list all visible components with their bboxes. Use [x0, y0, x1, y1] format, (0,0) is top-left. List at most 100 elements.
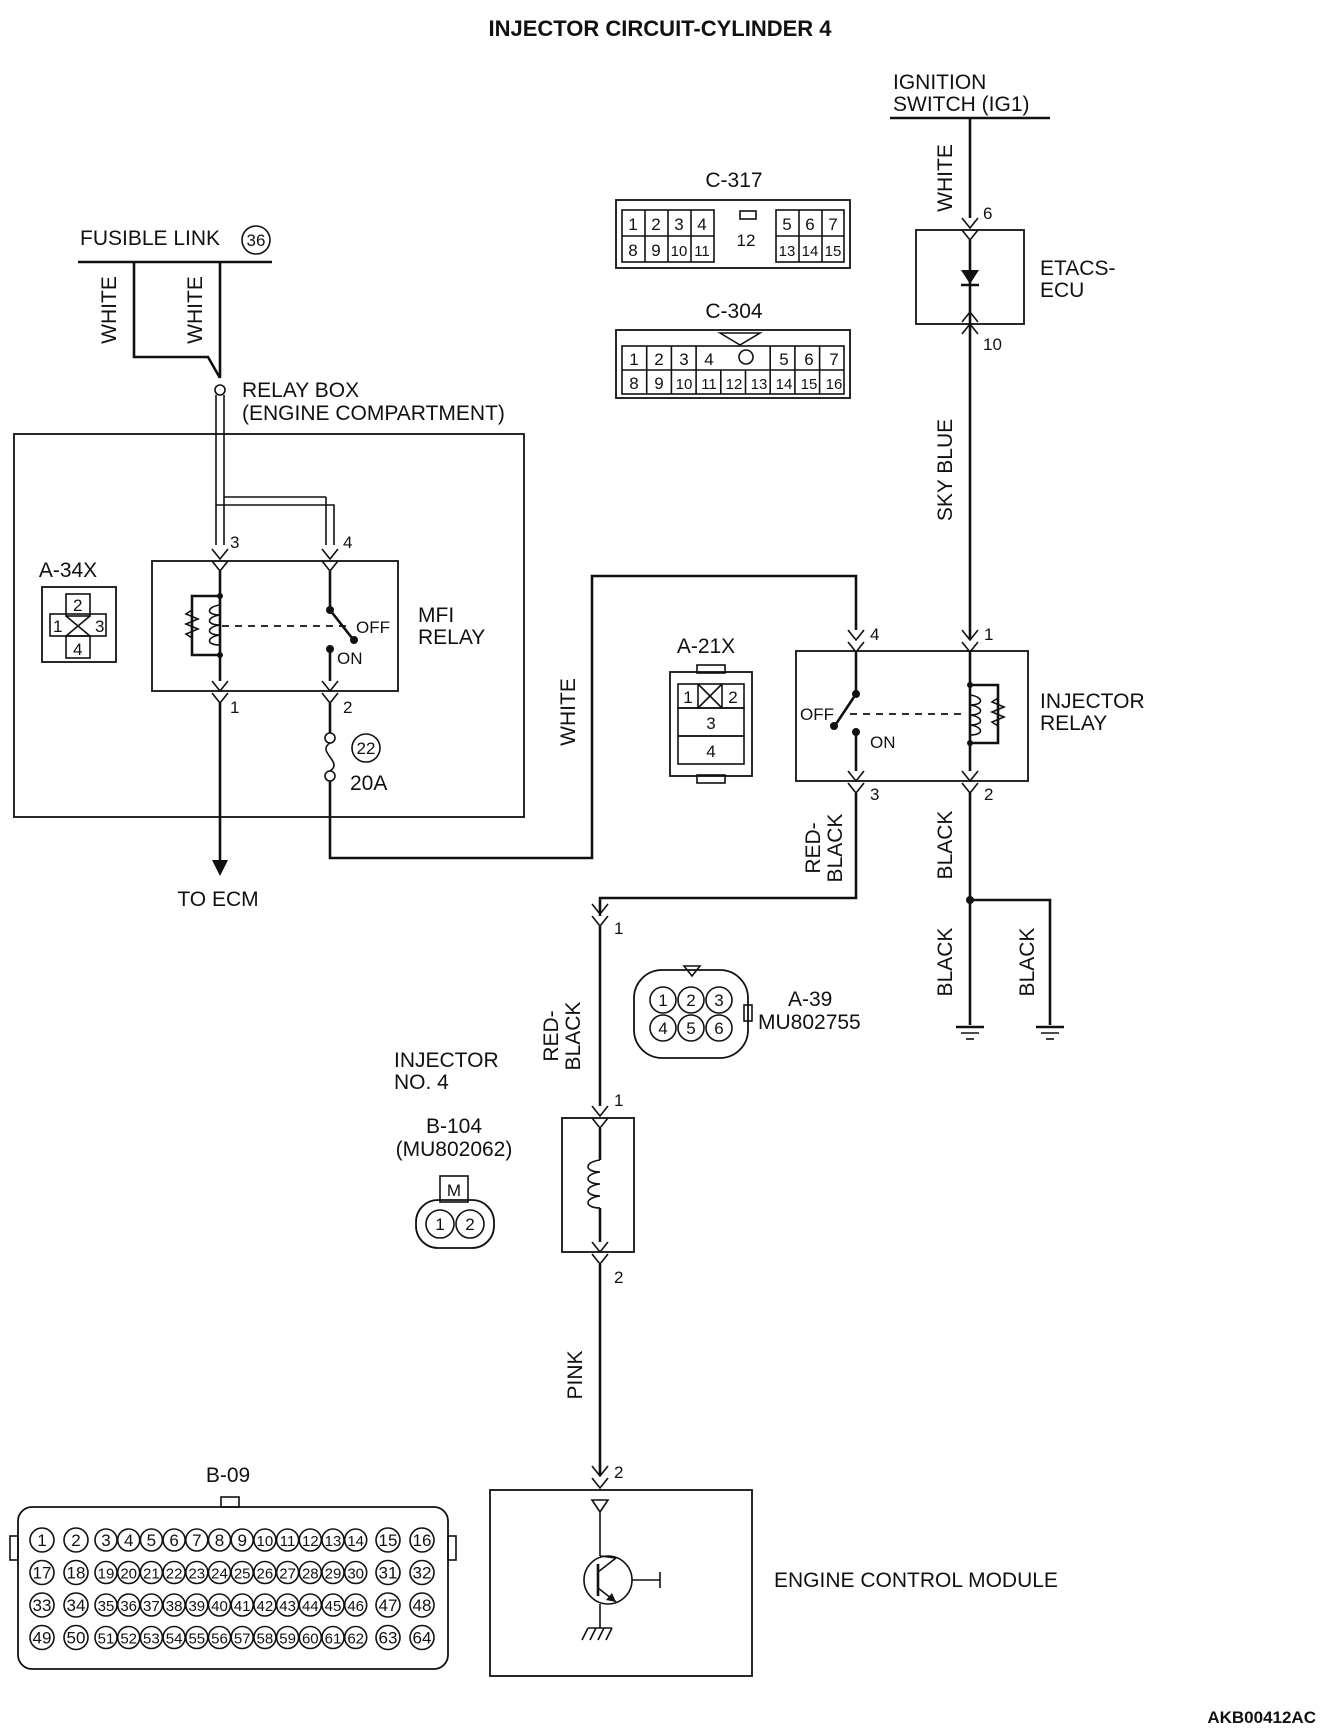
- injector-no4: 1 2: [561, 1091, 635, 1287]
- a39-label: A-39: [788, 988, 832, 1011]
- b104-pin-2: 2: [465, 1215, 474, 1234]
- a39-pin-5: 5: [686, 1019, 695, 1038]
- b09-pin-44: 44: [302, 1598, 319, 1615]
- b09-pin-circle: [409, 1624, 435, 1651]
- c317-pin-15: 15: [825, 243, 842, 260]
- b09-pin-circle: [29, 1527, 55, 1553]
- b09-pin-46: 46: [347, 1598, 364, 1615]
- relay-box: [13, 433, 525, 818]
- b09-pin-15: 15: [379, 1531, 398, 1550]
- mfi-pin-3: 3: [230, 533, 239, 552]
- b09-pin-9: 9: [237, 1531, 246, 1550]
- c317-pin-6: 6: [805, 215, 814, 234]
- b09-label: B-09: [206, 1464, 250, 1487]
- fusible-link-number: 36: [247, 231, 266, 250]
- b09-pin-62: 62: [347, 1631, 364, 1648]
- b09-pin-28: 28: [302, 1566, 319, 1583]
- b09-pin-51: 51: [98, 1631, 115, 1648]
- c317-pin-1: 1: [628, 215, 637, 234]
- b09-pin-55: 55: [188, 1631, 205, 1648]
- a39-pin-3: 3: [714, 991, 723, 1010]
- wire-label-pink: PINK: [564, 1350, 587, 1399]
- b09-pin-64: 64: [413, 1629, 432, 1648]
- etacs-label-1: ETACS-: [1040, 257, 1115, 280]
- connector-a21x: A-21X 1 2 3 4: [669, 635, 753, 784]
- b09-pin-27: 27: [279, 1566, 296, 1583]
- ground-icon: [956, 1025, 984, 1040]
- c317-pin-7: 7: [828, 215, 837, 234]
- b09-pin-12: 12: [302, 1533, 319, 1550]
- b09-pin-40: 40: [211, 1598, 228, 1615]
- wire-label-white-fl-1: WHITE: [98, 276, 121, 344]
- b09-pin-circle: [63, 1592, 89, 1618]
- relay-box-label-2: (ENGINE COMPARTMENT): [242, 402, 505, 425]
- b09-pin-17: 17: [33, 1564, 52, 1583]
- fuse-rating: 20A: [350, 772, 387, 795]
- b09-pin-16: 16: [413, 1531, 432, 1550]
- c304-pin-5: 5: [779, 350, 788, 369]
- wire-label-white-mid: WHITE: [557, 678, 580, 746]
- b09-pin-49: 49: [33, 1629, 52, 1648]
- b09-pin-45: 45: [325, 1598, 342, 1615]
- b09-pin-20: 20: [120, 1566, 137, 1583]
- relay-box-label-1: RELAY BOX: [242, 379, 359, 402]
- b09-pin-24: 24: [211, 1566, 228, 1583]
- fusible-link: FUSIBLE LINK 36: [78, 225, 272, 264]
- wire-label-sky-blue: SKY BLUE: [934, 419, 957, 521]
- mfi-pin-1: 1: [230, 698, 239, 717]
- b09-pin-2: 2: [71, 1531, 80, 1550]
- a34x-pin-3: 3: [95, 617, 104, 636]
- fuse-number: 22: [357, 739, 376, 758]
- b09-pin-22: 22: [166, 1566, 183, 1583]
- wire-label-white-ignition: WHITE: [934, 144, 957, 212]
- injector-label-1: INJECTOR: [394, 1049, 499, 1072]
- c304-pin-15: 15: [801, 376, 818, 393]
- to-ecm-label: TO ECM: [177, 888, 258, 911]
- c304-pin-9: 9: [654, 374, 663, 393]
- b09-pin-57: 57: [234, 1631, 251, 1648]
- a34x-label: A-34X: [39, 559, 97, 582]
- c304-pin-6: 6: [804, 350, 813, 369]
- b09-pin-50: 50: [67, 1629, 86, 1648]
- c317-pin-8: 8: [628, 241, 637, 260]
- a21x-pin-2: 2: [728, 688, 737, 707]
- b09-pin-32: 32: [413, 1564, 432, 1583]
- wire-label-black-3: BLACK: [1016, 928, 1039, 997]
- a34x-pin-2: 2: [73, 596, 82, 615]
- etacs-pin-6: 6: [983, 204, 992, 223]
- injector-relay-label-1: INJECTOR: [1040, 690, 1145, 713]
- b09-pin-circle: [343, 1528, 368, 1552]
- a39-pin-4: 4: [658, 1019, 667, 1038]
- a21x-pin-1: 1: [683, 688, 692, 707]
- connector-c304: C-304 1 2 3 4 5 6 7 8 9 10 11 12 13 14 1…: [615, 300, 851, 399]
- mfi-relay-label-2: RELAY: [418, 626, 485, 649]
- mfi-pin-4: 4: [343, 533, 352, 552]
- b09-pin-42: 42: [257, 1598, 274, 1615]
- b09-pin-13: 13: [325, 1533, 342, 1550]
- b09-pin-circle: [409, 1592, 435, 1618]
- ignition-switch: IGNITION SWITCH (IG1): [890, 71, 1050, 120]
- injector-relay-pin-2: 2: [984, 785, 993, 804]
- b09-pin-38: 38: [166, 1598, 183, 1615]
- b09-pin-1: 1: [37, 1531, 46, 1550]
- b09-pin-21: 21: [143, 1566, 160, 1583]
- b09-pin-circle: [375, 1527, 401, 1553]
- b09-pin-60: 60: [302, 1631, 319, 1648]
- ground-icon: [1036, 1025, 1064, 1040]
- mfi-relay-label-1: MFI: [418, 604, 454, 627]
- wire-label-red-black-2b: BLACK: [562, 1002, 585, 1071]
- b09-pin-30: 30: [347, 1566, 364, 1583]
- connector-c317: C-317 1 2 3 4 5 6 7 8 9 10 11 12 13 14 1…: [615, 169, 851, 269]
- ignition-label-2: SWITCH (IG1): [893, 93, 1030, 116]
- c304-pin-7: 7: [829, 350, 838, 369]
- b09-pin-54: 54: [166, 1631, 183, 1648]
- b09-pin-circle: [29, 1559, 55, 1586]
- etacs-label-2: ECU: [1040, 279, 1084, 302]
- connector-a34x: A-34X 1 2 3 4: [39, 559, 117, 663]
- b09-pin-circle: [343, 1625, 368, 1650]
- b09-pin-59: 59: [279, 1631, 296, 1648]
- b104-pin-1: 1: [435, 1215, 444, 1234]
- b09-pin-47: 47: [379, 1596, 398, 1615]
